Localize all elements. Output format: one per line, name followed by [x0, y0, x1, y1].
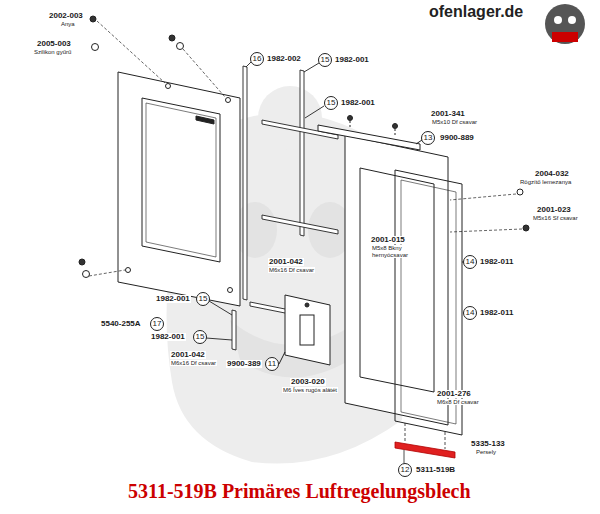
callout-circle: 15: [318, 53, 332, 67]
part-number: 2002-003: [48, 12, 84, 20]
callout-number: 14: [466, 309, 475, 317]
part-description: M6 Íves rugós alátét: [282, 387, 338, 393]
part-number: 5311-519B: [415, 466, 456, 474]
part-number: 1982-001: [150, 333, 186, 341]
part-number: 2001-042: [268, 258, 304, 266]
part-number: 2003-020: [290, 378, 326, 386]
callout-number: 17: [153, 320, 162, 328]
glass-pane: [118, 72, 240, 306]
callout-number: 16: [253, 55, 262, 63]
callout-number: 11: [268, 360, 276, 368]
callout-number: 15: [327, 99, 336, 107]
callout-circle: 13: [421, 131, 435, 145]
part-description: M5x8 Bkny hernyócsavar: [371, 245, 417, 258]
callout-circle: 11: [265, 357, 279, 371]
callout-number: 15: [196, 333, 205, 341]
part-number: 5335-133: [470, 440, 506, 448]
part-description: M6x8 Df csavar: [436, 399, 480, 405]
screws-washers: [79, 16, 225, 278]
callout-circle: 14: [463, 306, 477, 320]
callout-circle: 15: [196, 292, 210, 306]
part-number: 9900-389: [226, 360, 262, 368]
part-description: Persely: [475, 449, 497, 455]
part-description: Anya: [60, 21, 76, 27]
logo-text: ofenlager.de: [428, 4, 524, 20]
part-number: 5540-255A: [100, 320, 142, 328]
callout-number: 12: [401, 466, 410, 474]
part-description: Rögzítő lemezanya: [519, 179, 572, 185]
callout-circle: 17: [150, 317, 164, 331]
door-frame: [318, 116, 529, 436]
part-description: Szilikon gyűrű: [33, 49, 72, 55]
callout-number: 14: [466, 258, 475, 266]
part-title: 5311-519B Primäres Luftregelungsblech: [128, 481, 471, 501]
handle-bracket: [279, 295, 330, 365]
part-number: 1982-011: [479, 258, 514, 266]
callout-circle: 14: [463, 255, 477, 269]
part-number: 1982-001: [334, 56, 370, 64]
callout-number: 13: [424, 134, 433, 142]
part-number: 1982-001: [155, 295, 191, 303]
part-number: 1982-001: [340, 99, 376, 107]
part-number: 2001-276: [436, 390, 472, 398]
callout-circle: 15: [193, 330, 207, 344]
callout-number: 15: [199, 295, 208, 303]
part-number: 2004-032: [534, 170, 570, 178]
part-number: 2001-023: [536, 206, 572, 214]
callout-circle: 15: [324, 96, 338, 110]
part-number: 9900-889: [439, 134, 475, 142]
part-number: 2001-015: [370, 236, 406, 244]
part-description: M5x10 Df csavar: [431, 119, 478, 125]
part-number: 1982-002: [266, 55, 302, 63]
callout-number: 15: [321, 56, 330, 64]
air-plate: [395, 423, 455, 463]
part-description: M5x16 Sf csavar: [532, 215, 579, 221]
part-number: 1982-011: [479, 309, 514, 317]
part-number: 2001-341: [430, 110, 466, 118]
part-description: M6x16 Df csavar: [268, 267, 315, 273]
callout-circle: 16: [250, 52, 264, 66]
part-number: 2001-042: [170, 351, 206, 359]
callout-circle: 12: [398, 463, 412, 477]
part-number: 2005-003: [36, 40, 72, 48]
part-description: M6x16 Df csavar: [170, 360, 217, 366]
logo-mascot: [545, 4, 585, 44]
